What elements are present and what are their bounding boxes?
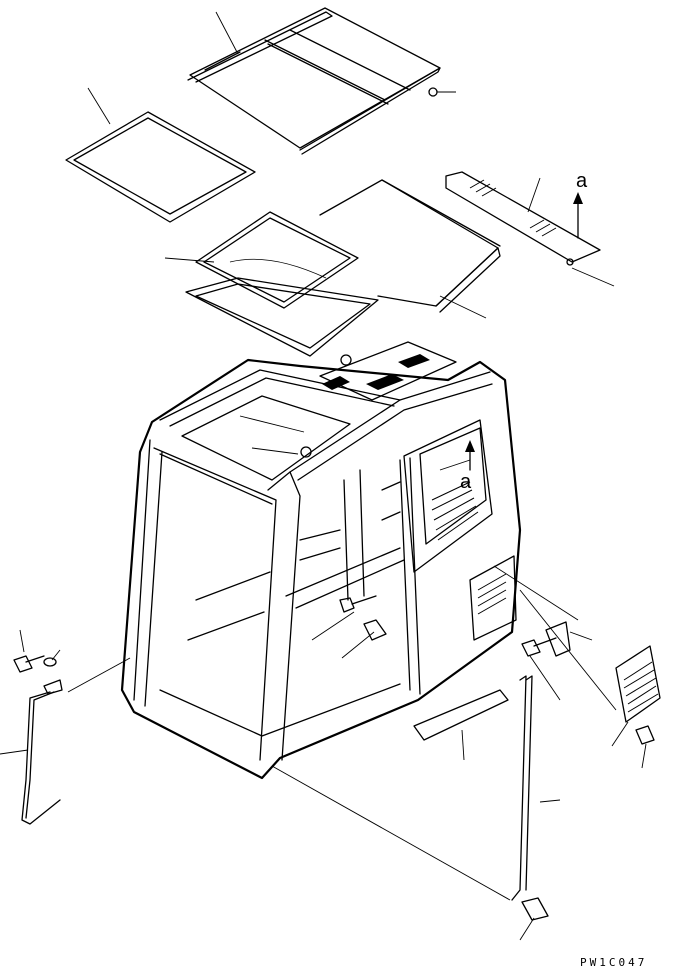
roof-panel-part: [319, 179, 501, 319]
view-marker-side-group: a: [439, 440, 475, 493]
sunroof-seal-part: [164, 211, 359, 309]
right-parts-group: [271, 565, 661, 941]
roof-glass-part: [65, 87, 256, 223]
view-marker-side: a: [460, 471, 472, 493]
drawing-code: PW1C047: [580, 956, 647, 968]
rear-cover-part: a: [445, 170, 615, 287]
roof-frame-part: [187, 7, 456, 155]
view-marker-top: a: [576, 170, 588, 192]
corner-mark: _ _: [502, 956, 531, 968]
left-stay-part: [0, 629, 131, 825]
sunroof-frame-part: [185, 258, 379, 357]
floor-cover-part: [413, 689, 509, 761]
cab-body-part: [120, 341, 522, 780]
